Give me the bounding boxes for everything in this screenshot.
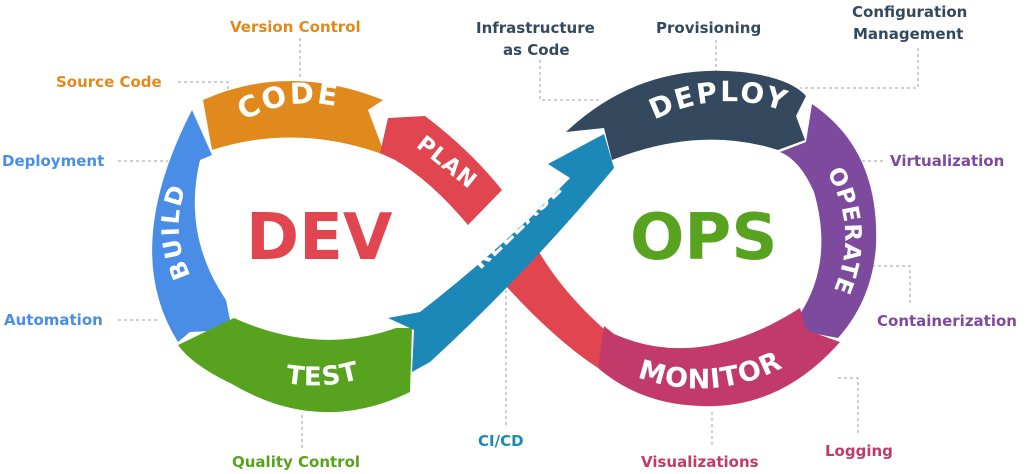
visualizations-label: Visualizations — [641, 453, 759, 471]
monitor-segment — [598, 308, 840, 407]
test-segment — [178, 318, 412, 413]
configuration-label-line2: Management — [853, 25, 964, 43]
plan-segment — [380, 116, 502, 225]
automation-label: Automation — [4, 311, 103, 329]
operate-segment — [780, 104, 877, 338]
connector-logging — [838, 377, 859, 436]
connector-lines — [118, 38, 919, 448]
connector-configuration — [800, 48, 919, 89]
infrastructure-label-line2: as Code — [503, 41, 570, 59]
connector-source-code — [178, 81, 229, 96]
dev-title: DEV — [246, 201, 393, 275]
code-segment — [203, 81, 385, 155]
source-code-label: Source Code — [56, 73, 162, 91]
provisioning-label: Provisioning — [656, 19, 762, 37]
logging-label: Logging — [825, 442, 893, 460]
version-control-label: Version Control — [230, 18, 361, 36]
containerization-label: Containerization — [877, 312, 1017, 330]
release-segment — [388, 134, 614, 372]
deploy-segment — [566, 70, 806, 160]
connector-containerization — [866, 265, 911, 306]
connector-infrastructure — [539, 60, 602, 101]
ops-title: OPS — [630, 201, 778, 275]
quality-control-label: Quality Control — [232, 453, 361, 471]
ci-cd-label: CI/CD — [478, 432, 524, 450]
build-segment — [152, 110, 232, 342]
plan-lower-segment — [505, 245, 605, 368]
deployment-label: Deployment — [2, 152, 105, 170]
infrastructure-label-line1: Infrastructure — [476, 19, 595, 37]
virtualization-label: Virtualization — [890, 152, 1005, 170]
configuration-label-line1: Configuration — [852, 3, 968, 21]
